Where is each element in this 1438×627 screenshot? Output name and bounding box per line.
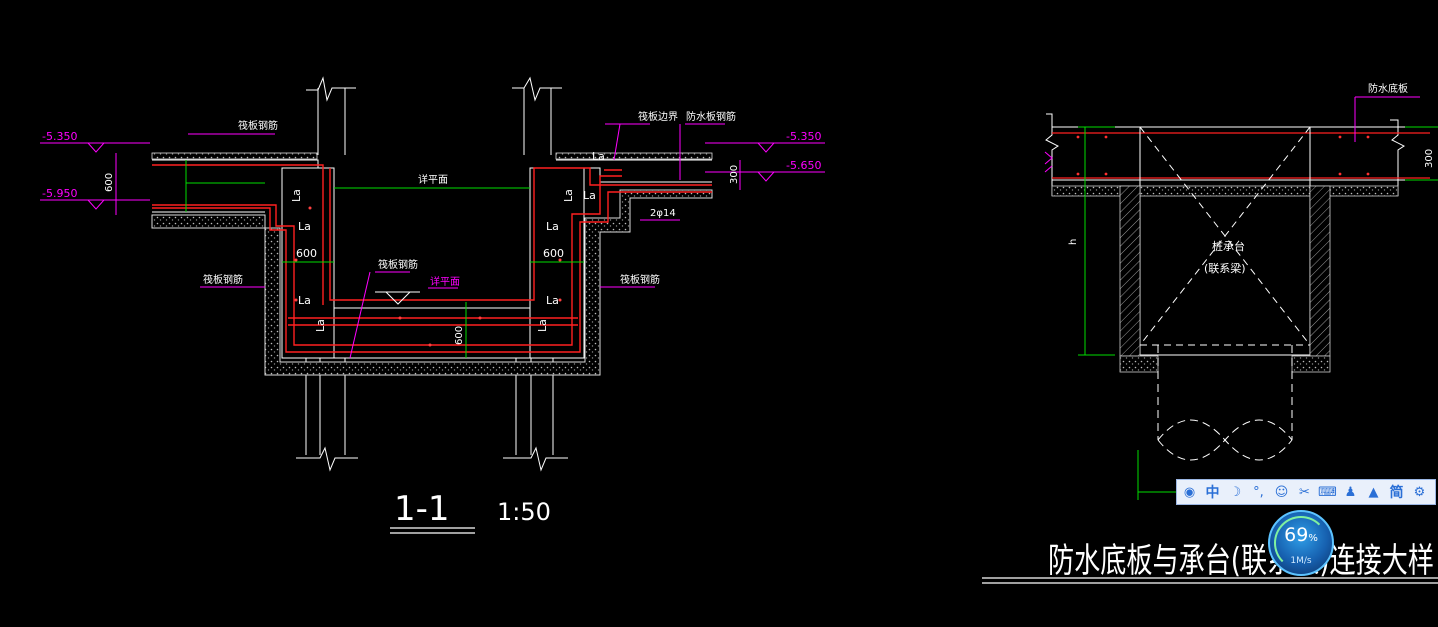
label-La-2: La (298, 294, 311, 307)
shirt-icon[interactable]: ▲ (1368, 484, 1379, 500)
label-pile-cap: 桩承台 (1212, 239, 1245, 253)
section-1-1: -5.350 -5.950 -5.350 -5.650 600 300 筏板钢筋… (40, 76, 825, 534)
label-pit-floor-bottom: 详平面 (430, 275, 460, 288)
scissors-icon[interactable]: ✂ (1299, 484, 1310, 500)
section-scale: 1:50 (497, 498, 551, 526)
percent-value: 69 (1284, 524, 1309, 546)
slab-outline (1045, 113, 1438, 196)
percent-sign: % (1308, 533, 1318, 544)
upper-walls (306, 76, 562, 155)
slab-hatch (1051, 185, 1399, 197)
pile-below (1157, 345, 1293, 461)
label-2phi14: 2φ14 (650, 208, 676, 219)
dim-600-left: 600 (104, 173, 115, 192)
label-raft-rebar-right: 筏板钢筋 (620, 273, 660, 286)
label-La-5: La (583, 189, 596, 202)
label-raft-rebar-left: 筏板钢筋 (203, 273, 243, 286)
label-La-1: La (298, 220, 311, 233)
elev-top-right: -5.350 (786, 130, 821, 143)
label-raft-edge: 筏板边界 (638, 110, 678, 123)
person-icon[interactable]: ♟ (1344, 484, 1357, 500)
detail-view: 防水底板 300 h 桩承台 (联系梁) 防水底板与承台(联系梁)连接大样 (982, 82, 1438, 584)
label-600-right: 600 (543, 247, 564, 260)
rebar-dots (294, 206, 562, 347)
elev-bottom-left: -5.950 (42, 187, 77, 200)
gear-icon[interactable]: ⚙ (1413, 484, 1426, 500)
pit-outline (152, 159, 712, 359)
ime-toolbar: ◉ 中 ☽ °, ☺ ✂ ⌨ ♟ ▲ 简 ⚙ (1176, 479, 1436, 505)
section-labels: -5.350 -5.950 -5.350 -5.650 600 300 筏板钢筋… (42, 110, 821, 345)
dim-600-bottom: 600 (454, 326, 465, 345)
dimensions-green (185, 160, 584, 358)
slab-rebar-dots (1076, 135, 1370, 176)
user-icon[interactable]: ◉ (1183, 484, 1196, 500)
label-waterproof-slab: 防水底板 (1368, 82, 1408, 95)
punctuation-icon[interactable]: °, (1253, 484, 1264, 500)
emoji-icon[interactable]: ☺ (1274, 484, 1289, 500)
concrete-hatch (151, 152, 713, 376)
speed-readout: 1M/s (1290, 556, 1312, 566)
elevation-marks (40, 123, 825, 359)
label-La-10: La (562, 189, 575, 202)
label-tie-beam: (联系梁) (1204, 261, 1246, 275)
section-title-text: 1-1 (394, 489, 450, 529)
section-title: 1-1 1:50 (390, 489, 551, 534)
detail-dimensions (1078, 126, 1438, 500)
progress-arc (1274, 516, 1328, 570)
label-600-left: 600 (296, 247, 317, 260)
label-raft-rebar-mid: 筏板钢筋 (378, 258, 418, 271)
dim-300-right: 300 (729, 165, 740, 184)
percent-readout: 69% (1270, 524, 1332, 546)
label-La-9: La (536, 319, 549, 332)
label-waterproof-rebar: 防水板钢筋 (686, 110, 736, 123)
pile-cap (1119, 126, 1331, 373)
label-La-3: La (546, 220, 559, 233)
elev-top-left: -5.350 (42, 130, 77, 143)
simplified-chinese-button[interactable]: 简 (1389, 485, 1404, 501)
dim-300: 300 (1424, 149, 1435, 168)
label-La-4: La (546, 294, 559, 307)
label-pit-floor-top: 详平面 (418, 173, 448, 186)
label-La-8: La (314, 319, 327, 332)
label-La-6: La (592, 150, 605, 163)
detail-magenta (1044, 96, 1420, 173)
moon-icon[interactable]: ☽ (1229, 484, 1242, 500)
label-raft-rebar-top: 筏板钢筋 (238, 119, 278, 132)
detail-title: 防水底板与承台(联系梁)连接大样 (1048, 541, 1434, 581)
slab-rebar (1052, 132, 1430, 179)
dim-h: h (1068, 239, 1079, 245)
network-speed-widget[interactable]: 69% 1M/s (1268, 510, 1334, 576)
detail-labels: 防水底板 300 h 桩承台 (联系梁) 防水底板与承台(联系梁)连接大样 (1048, 82, 1435, 581)
label-La-7: La (290, 189, 303, 202)
rebar-red (152, 164, 712, 353)
elev-bottom-right: -5.650 (786, 159, 821, 172)
keyboard-icon[interactable]: ⌨ (1318, 484, 1337, 500)
ime-lang-button[interactable]: 中 (1205, 485, 1220, 501)
floor-marker (384, 291, 412, 305)
